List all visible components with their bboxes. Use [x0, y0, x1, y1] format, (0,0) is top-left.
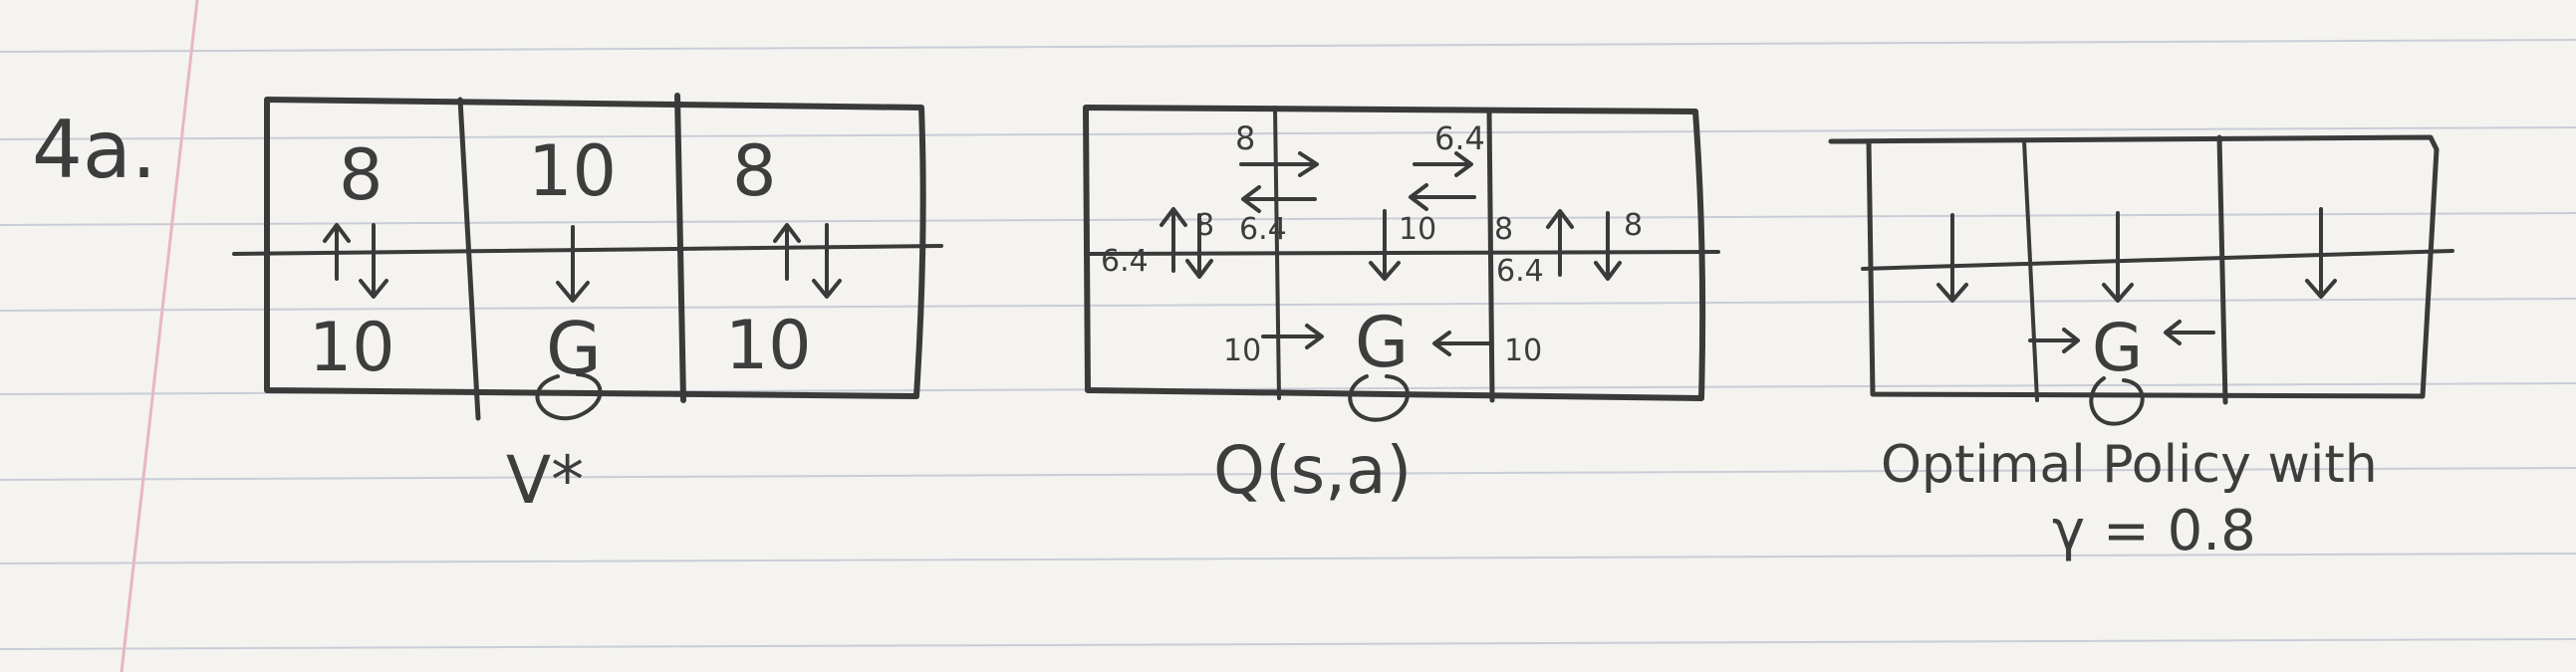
q-value: 6.4: [1239, 212, 1287, 247]
value-cell-bottom-right: 10: [725, 307, 812, 385]
self-loop-icon: [535, 372, 603, 421]
arrow-down-icon: [359, 223, 388, 299]
arrow-right-icon: [1239, 151, 1319, 177]
policy-grid-goal: G: [2092, 310, 2143, 386]
arrow-down-icon: [1185, 213, 1213, 279]
q-value: 8: [1494, 212, 1513, 247]
q-value: 6.4: [1496, 254, 1544, 289]
value-cell-top-left: 8: [339, 134, 384, 216]
self-loop-icon: [2089, 376, 2145, 426]
arrow-left-icon: [1409, 183, 1476, 211]
value-grid-caption: V*: [506, 442, 584, 519]
arrow-left-icon: [1432, 331, 1491, 356]
arrow-right-icon: [1413, 151, 1473, 177]
q-value: 10: [1504, 334, 1542, 368]
q-value: 8: [1624, 208, 1643, 243]
arrow-down-icon: [1936, 213, 1968, 303]
arrow-up-icon: [1546, 209, 1574, 277]
q-grid: 8 6.4 6.4 8 6.4 10 8 6.4 8 10 10 G Q(s,a…: [1083, 105, 1720, 509]
self-loop-icon: [1348, 374, 1410, 422]
policy-caption-line2: γ = 0.8: [2052, 499, 2256, 563]
arrow-down-icon: [2102, 211, 2134, 303]
arrow-down-icon: [556, 225, 590, 303]
arrow-up-icon: [323, 223, 351, 281]
q-grid-caption: Q(s,a): [1213, 432, 1412, 509]
value-cell-top-right: 8: [732, 130, 777, 212]
value-grid: 8 10 8 10 G 10 V*: [232, 93, 943, 519]
arrow-left-icon: [2164, 320, 2215, 345]
value-cell-top-center: 10: [528, 130, 617, 212]
arrow-down-icon: [812, 223, 842, 299]
q-value: 10: [1399, 212, 1436, 247]
margin-line: [120, 0, 199, 672]
q-value: 10: [1223, 334, 1261, 368]
arrow-up-icon: [773, 223, 801, 281]
q-value: 8: [1235, 119, 1255, 157]
value-cell-bottom-left: 10: [309, 309, 395, 387]
policy-grid: G Optimal Policy with γ = 0.8: [1828, 134, 2454, 563]
policy-caption-line1: Optimal Policy with: [1881, 435, 2378, 495]
arrow-down-icon: [1369, 209, 1401, 281]
q-value: 6.4: [1101, 244, 1149, 279]
q-value: 6.4: [1434, 119, 1485, 157]
arrow-down-icon: [1594, 211, 1622, 281]
arrow-right-icon: [1261, 324, 1324, 349]
arrow-right-icon: [2028, 328, 2080, 353]
arrow-down-icon: [2305, 207, 2337, 299]
arrow-left-icon: [1241, 185, 1317, 213]
problem-label: 4a.: [32, 104, 156, 196]
arrow-up-icon: [1159, 207, 1187, 273]
q-grid-goal: G: [1355, 302, 1409, 383]
